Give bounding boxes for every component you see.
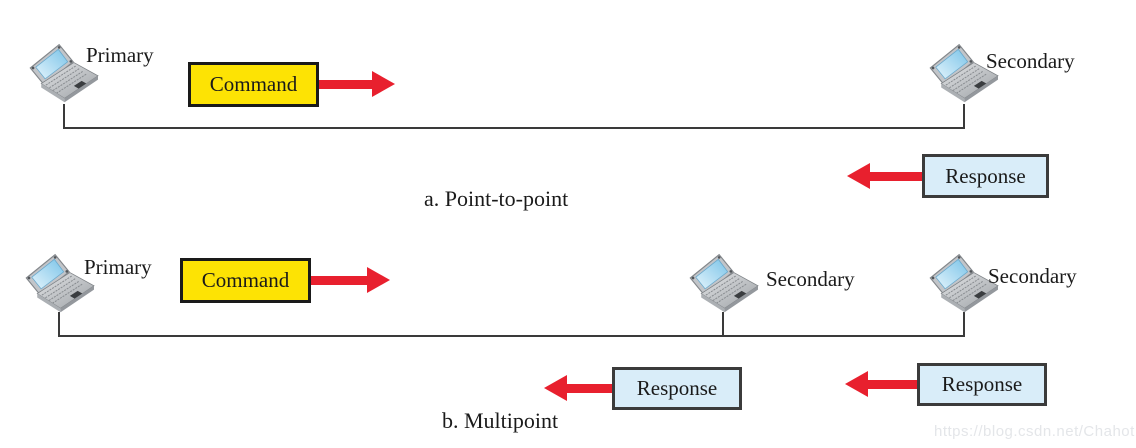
command-box-b: Command — [180, 258, 311, 303]
response-arrow-a-head — [847, 163, 870, 189]
caption-b: b. Multipoint — [442, 408, 559, 433]
secondary-label-b1: Secondary — [766, 267, 855, 291]
drop-line-a-secondary — [963, 104, 965, 129]
command-arrow-a-shaft — [319, 80, 372, 89]
watermark-text: https://blog.csdn.net/Chahot — [934, 423, 1135, 440]
drop-line-b-secondary-1 — [722, 312, 724, 337]
response-arrow-b1-head — [544, 375, 567, 401]
drop-line-b-secondary-2 — [963, 312, 965, 337]
drop-line-a-primary — [63, 104, 65, 129]
response-arrow-b1-shaft — [567, 384, 612, 393]
caption-a: a. Point-to-point — [424, 186, 569, 211]
bus-line-a — [63, 127, 965, 129]
response-box-b2: Response — [917, 363, 1047, 406]
response-box-a: Response — [922, 154, 1049, 198]
drop-line-b-primary — [58, 312, 60, 337]
secondary-laptop-icon — [684, 250, 762, 320]
bus-line-b — [58, 335, 965, 337]
response-arrow-b2-shaft — [868, 380, 917, 389]
command-arrow-a-head — [372, 71, 395, 97]
primary-label-b: Primary — [84, 255, 152, 279]
command-arrow-b-head — [367, 267, 390, 293]
secondary-label-a: Secondary — [986, 49, 1075, 73]
command-box-a: Command — [188, 62, 319, 107]
command-arrow-b-shaft — [311, 276, 367, 285]
primary-label-a: Primary — [86, 43, 154, 67]
response-box-b1: Response — [612, 367, 742, 410]
response-arrow-b2-head — [845, 371, 868, 397]
response-arrow-a-shaft — [870, 172, 922, 181]
secondary-label-b2: Secondary — [988, 264, 1077, 288]
